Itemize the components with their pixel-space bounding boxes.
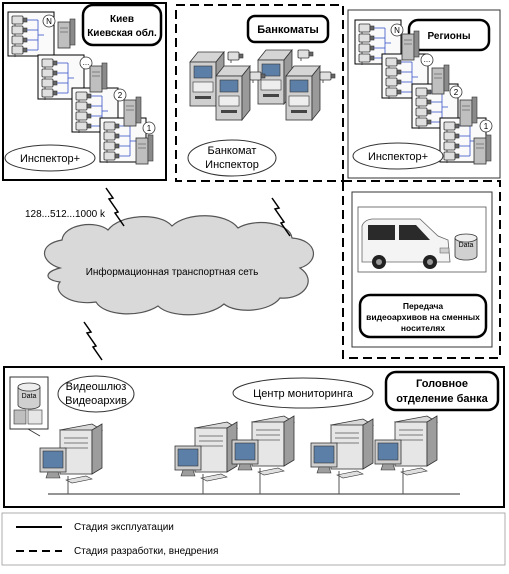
head-office-title-line1: Головное <box>416 378 468 390</box>
kiev-badge-n-text: N <box>46 17 52 26</box>
legend: Стадия эксплуатации Стадия разработки, в… <box>1 512 506 566</box>
legend-dashed-label: Стадия разработки, внедрения <box>74 545 218 557</box>
transfer-outer-frame <box>342 180 501 359</box>
kiev-title-line2: Киевская обл. <box>87 27 157 39</box>
head-office-title-box <box>384 370 500 412</box>
monitoring-oval <box>232 377 374 409</box>
bolt-bottom <box>83 321 103 361</box>
atm-group: Банкоматы Банкомат Инспектор <box>175 4 344 182</box>
kiev-badge-2-text: 2 <box>118 91 123 100</box>
head-office-title-line2: отделение банка <box>396 393 488 405</box>
kiev-badge-2 <box>113 88 127 102</box>
regions-badge-n-text: N <box>394 26 400 35</box>
regions-inspector-label: Инспектор+ <box>368 151 428 163</box>
van-image <box>361 218 451 269</box>
atm-icon-4 <box>285 65 321 121</box>
regions-badge-dots-text: ... <box>424 55 431 64</box>
gateway-data-label: Data <box>22 393 37 400</box>
kiev-badge-1 <box>142 121 156 135</box>
legend-solid-label: Стадия эксплуатации <box>74 522 174 533</box>
cloud-shape <box>43 215 315 316</box>
atm-title: Банкоматы <box>257 24 319 36</box>
kiev-inspector-oval <box>4 144 96 172</box>
kiev-badge-n <box>42 14 56 28</box>
kiev-group: N ... 2 1 Киев Киевская обл. Инспектор+ <box>2 2 167 181</box>
regions-group: Регионы N ... 2 1 Инспектор+ <box>347 9 501 179</box>
atm-inspector-oval <box>187 139 277 177</box>
kiev-badge-dots <box>79 56 93 70</box>
regions-badge-1-text: 1 <box>484 122 489 131</box>
transfer-data-label: Data <box>459 242 474 249</box>
transfer-group: Data Передача видеоархивов на сменных но… <box>351 191 493 348</box>
atm-inspector-line1: Банкомат <box>208 145 257 157</box>
head-office-group: Головное отделение банка Data Видеошлюз … <box>3 366 505 508</box>
atm-title-box <box>246 14 330 44</box>
monitoring-label: Центр мониторинга <box>253 388 354 400</box>
kiev-badge-1-text: 1 <box>147 124 152 133</box>
regions-badge-dots <box>420 53 434 67</box>
atm-inspector-line2: Инспектор <box>205 159 259 171</box>
legend-frame <box>1 512 506 566</box>
gateway-line2: Видеоархив <box>65 395 127 407</box>
transfer-caption-line2: видеоархивов на сменных <box>366 312 480 322</box>
gateway-line1: Видеошлюз <box>66 381 127 393</box>
transfer-caption-line1: Передача <box>403 301 444 311</box>
network-speed-label: 128...512...1000 k <box>25 209 106 220</box>
kiev-title-box <box>81 3 163 47</box>
cloud-label: Информационная транспортная сеть <box>86 266 259 278</box>
transfer-caption-line3: носителях <box>401 323 445 333</box>
regions-badge-1 <box>479 119 493 133</box>
regions-badge-2 <box>449 85 463 99</box>
network-cloud: Информационная транспортная сеть <box>43 215 315 316</box>
regions-badge-n <box>390 23 404 37</box>
kiev-inspector-label: Инспектор+ <box>20 153 80 165</box>
kiev-title-line1: Киев <box>110 14 134 25</box>
regions-badge-2-text: 2 <box>454 88 459 97</box>
transfer-caption-box <box>358 293 488 339</box>
kiev-badge-dots-text: ... <box>83 58 90 67</box>
regions-inspector-oval <box>352 142 444 170</box>
atm-icon-3 <box>215 65 251 121</box>
gateway-oval <box>57 375 135 413</box>
regions-title: Регионы <box>428 31 471 42</box>
